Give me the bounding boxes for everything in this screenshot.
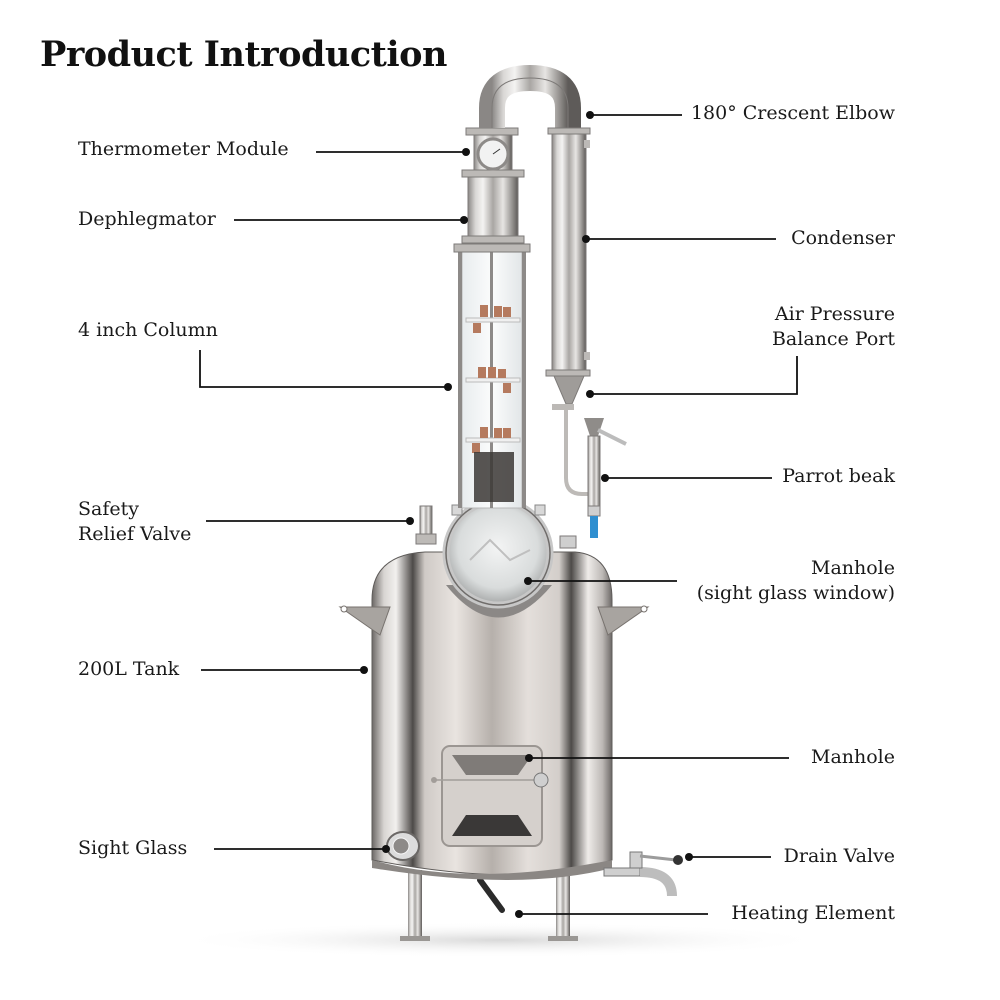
label-parrot-beak: Parrot beak: [782, 465, 895, 487]
page-title: Product Introduction: [40, 34, 447, 75]
label-sight-glass: Sight Glass: [78, 837, 188, 859]
label-drain-valve: Drain Valve: [783, 845, 895, 867]
label-air-pressure-balance-port: Air Pressure Balance Port: [772, 302, 895, 352]
lower-manhole: [431, 745, 549, 847]
leader-column: [199, 350, 448, 388]
label-tank: 200L Tank: [78, 658, 180, 680]
top-sight-glass-manhole: [442, 497, 554, 618]
drain-valve: [603, 851, 683, 897]
condenser: [545, 127, 591, 410]
label-air-pressure-line2: Balance Port: [771, 328, 895, 350]
thermometer-module: [465, 127, 519, 171]
leader-dots: [360, 111, 693, 918]
tank-sight-glass: [386, 831, 420, 861]
safety-relief-valve: [415, 505, 437, 545]
label-safety-relief-valve-line2: Relief Valve: [78, 523, 192, 545]
heating-element-rod: [477, 877, 505, 913]
label-heating-element: Heating Element: [731, 902, 895, 924]
label-manhole: Manhole: [810, 746, 895, 768]
leader-lines: [199, 114, 798, 915]
label-condenser: Condenser: [791, 227, 895, 249]
crescent-elbow: [479, 64, 581, 128]
label-manhole-sight-glass: Manhole (sight glass window): [697, 556, 895, 606]
tank: [338, 551, 650, 880]
top-port: [559, 535, 577, 549]
glass-column: [453, 243, 531, 509]
label-manhole-top-line1: Manhole: [810, 557, 895, 579]
label-manhole-top-line2: (sight glass window): [696, 582, 895, 604]
dephlegmator: [461, 169, 525, 245]
label-thermometer-module: Thermometer Module: [78, 138, 289, 160]
floor-shadow: [170, 922, 830, 958]
leader-air-pressure: [590, 356, 798, 395]
label-safety-relief-valve-line1: Safety: [78, 498, 139, 520]
label-dephlegmator: Dephlegmator: [78, 208, 216, 230]
label-safety-relief-valve: Safety Relief Valve: [78, 497, 191, 547]
tank-legs: [400, 870, 578, 941]
parrot-beak: [564, 410, 627, 538]
label-crescent-elbow: 180° Crescent Elbow: [690, 102, 895, 124]
label-column: 4 inch Column: [78, 319, 218, 341]
label-air-pressure-line1: Air Pressure: [774, 303, 895, 325]
